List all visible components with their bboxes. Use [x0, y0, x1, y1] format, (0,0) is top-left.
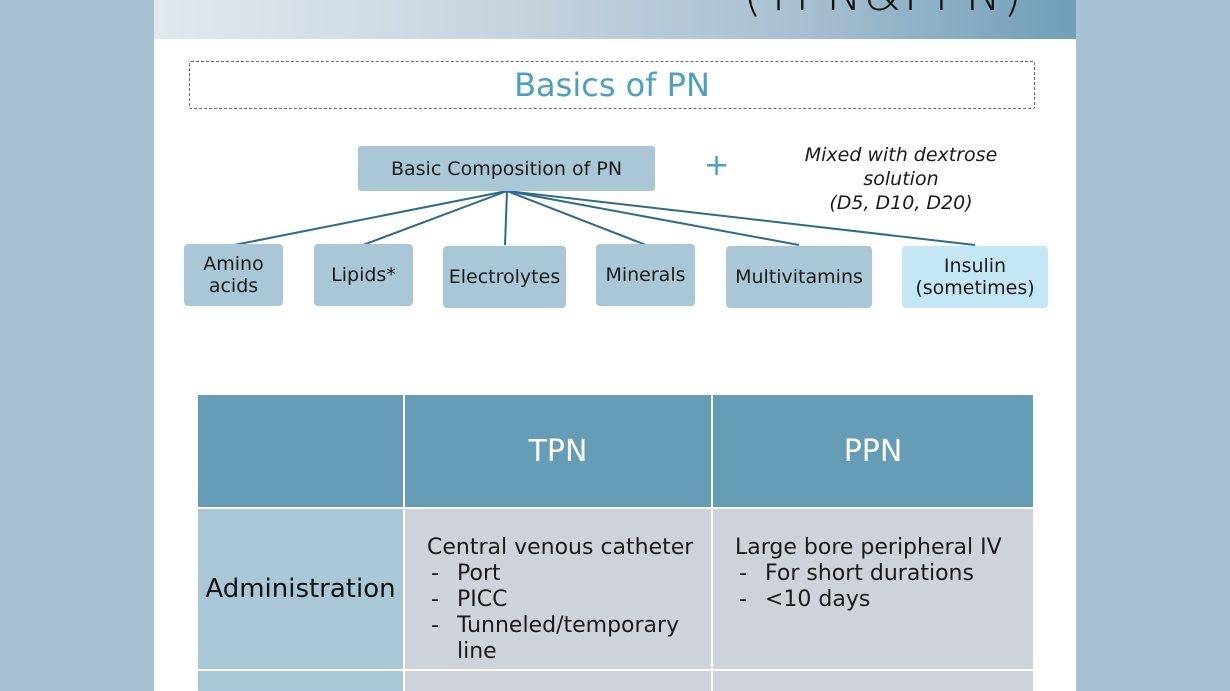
- header-cell-empty: [196, 393, 405, 509]
- ppn-list: For short durations <10 days: [735, 561, 1033, 613]
- tpn-heading: Central venous catheter: [427, 535, 694, 560]
- table-header-row: TPN PPN: [196, 393, 1035, 509]
- ppn-administration-cell: Large bore peripheral IV For short durat…: [711, 507, 1035, 671]
- slide-page: (TPN&PPN) Basics of PN Basic Composition…: [154, 0, 1076, 691]
- section-title: Basics of PN: [514, 66, 710, 104]
- mixed-note-line1: Mixed with dextrose solution: [804, 144, 998, 190]
- leaf-multivitamins: Multivitamins: [726, 246, 872, 308]
- table-row: Administration Central venous catheter P…: [196, 507, 1035, 671]
- connector-line: [506, 190, 976, 246]
- connector-line: [233, 190, 508, 246]
- leaf-label: Lipids*: [331, 264, 396, 286]
- tpn-list: Port PICC Tunneled/temporary line: [427, 561, 711, 665]
- ppn-heading: Large bore peripheral IV: [735, 535, 1002, 560]
- leaf-minerals: Minerals: [596, 244, 695, 306]
- tree-connectors: [233, 190, 976, 246]
- section-title-box: Basics of PN: [189, 61, 1035, 109]
- header-band: (TPN&PPN): [154, 0, 1076, 39]
- connector-line: [506, 190, 647, 246]
- list-item: Port: [427, 561, 711, 587]
- leaf-amino-acids: Amino acids: [184, 244, 283, 306]
- plus-icon: +: [704, 148, 730, 183]
- leaf-label: Insulin (sometimes): [915, 255, 1035, 299]
- list-item: For short durations: [735, 561, 1033, 587]
- connector-line: [506, 190, 800, 246]
- list-item: Tunneled/temporary line: [427, 613, 711, 665]
- leaf-label: Multivitamins: [735, 266, 863, 288]
- connector-line: [504, 190, 508, 246]
- mixed-note-line2: (D5, D10, D20): [829, 192, 973, 214]
- leaf-insulin: Insulin (sometimes): [902, 246, 1048, 308]
- row-label-cell: [196, 669, 405, 691]
- connector-line: [362, 190, 508, 246]
- header-title: (TPN&PPN): [743, 0, 1024, 22]
- list-item: <10 days: [735, 587, 1033, 613]
- header-cell-ppn: PPN: [711, 393, 1035, 509]
- leaf-label: Electrolytes: [448, 266, 561, 288]
- leaf-label: Minerals: [605, 264, 686, 286]
- table-cell: [403, 669, 713, 691]
- row-label-administration: Administration: [196, 507, 405, 671]
- leaf-lipids: Lipids*: [314, 244, 413, 306]
- mixed-note: Mixed with dextrose solution (D5, D10, D…: [766, 143, 1036, 215]
- composition-root-box: Basic Composition of PN: [358, 146, 655, 191]
- header-cell-tpn: TPN: [403, 393, 713, 509]
- list-item: PICC: [427, 587, 711, 613]
- table-row: [196, 669, 1035, 691]
- tpn-administration-cell: Central venous catheter Port PICC Tunnel…: [403, 507, 713, 671]
- leaf-electrolytes: Electrolytes: [443, 246, 566, 308]
- comparison-table: TPN PPN Administration Central venous ca…: [196, 393, 1035, 691]
- leaf-label: Amino acids: [203, 253, 264, 297]
- table-cell: [711, 669, 1035, 691]
